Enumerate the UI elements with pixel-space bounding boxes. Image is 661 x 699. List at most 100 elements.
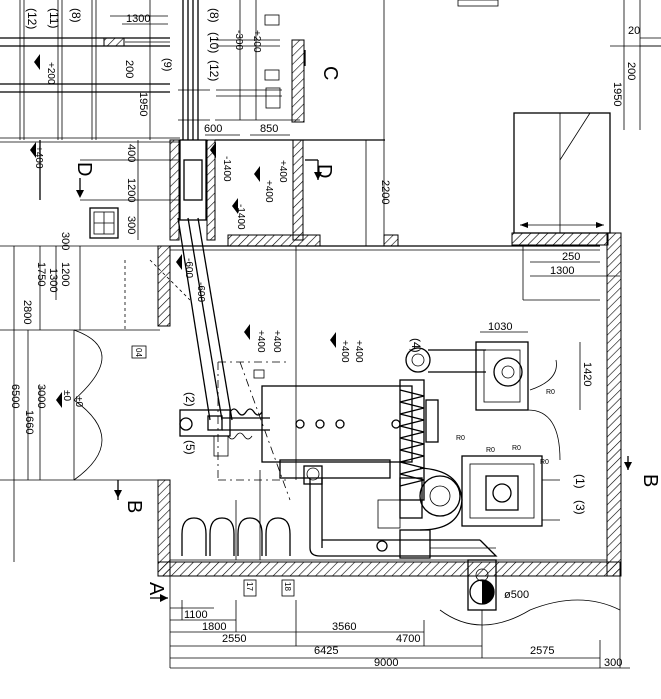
radius-1: R0	[546, 389, 555, 396]
dim-2800: 2800	[21, 300, 33, 324]
dim-1950-top: 1950	[137, 92, 149, 116]
pipe-500	[439, 559, 621, 626]
dim-20: 20	[628, 25, 640, 37]
elev-room-plus400c: +400	[339, 340, 350, 363]
tag-18: 18	[283, 582, 292, 591]
section-b-right: B	[639, 474, 661, 487]
elev-mid-minus600: -600	[183, 258, 194, 278]
dim-1420: 1420	[581, 362, 593, 386]
dim-1300-r: 1300	[550, 265, 574, 277]
vertical-screw-conveyor	[399, 347, 486, 501]
callout-12b: (12)	[207, 60, 221, 81]
dim-3000: 3000	[35, 384, 47, 408]
dim-300-a: 300	[125, 216, 137, 234]
callout-1: (1)	[573, 474, 587, 489]
bottom-left-filters	[181, 470, 291, 560]
section-d-right: D	[313, 164, 335, 178]
elev-mid-plus400a: +400	[277, 160, 288, 183]
elev-mid-plus400b: +400	[263, 180, 274, 203]
callout-2: (2)	[183, 392, 197, 407]
dim-1200-b: 1200	[59, 262, 71, 286]
dim-1300-top: 1300	[126, 13, 150, 25]
dim-250: 250	[562, 251, 580, 263]
section-b-left: B	[123, 500, 145, 513]
elev-mid-minus1400a: -1400	[221, 156, 232, 182]
ducting	[279, 459, 498, 559]
section-a: A	[145, 582, 167, 596]
callout-4: (4)	[409, 338, 423, 353]
callout-5: (5)	[183, 440, 197, 455]
section-arrows	[76, 50, 632, 602]
dim-850: 850	[260, 123, 278, 135]
dim-1660: 1660	[23, 410, 35, 434]
callout-10: (10)	[207, 32, 221, 53]
dim-4700: 4700	[396, 633, 420, 645]
elev-room-plus400d: +400	[353, 340, 364, 363]
dim-2575: 2575	[530, 645, 554, 657]
elev-room-plus400a: +400	[255, 330, 266, 353]
dim-2200: 2200	[379, 180, 391, 204]
main-room-walls	[157, 232, 622, 577]
elev-room-plus400b: +400	[271, 330, 282, 353]
callout-12a: (12)	[25, 8, 39, 29]
dim-600: 600	[204, 123, 222, 135]
dim-6425: 6425	[314, 645, 338, 657]
callout-11: (11)	[47, 8, 61, 28]
dim-400: 400	[125, 144, 137, 162]
tag-17: 17	[245, 582, 254, 591]
wall-right	[606, 232, 622, 577]
elev-top-minus300: -300	[233, 30, 244, 50]
left-side-structure	[0, 140, 180, 481]
elev-left-pm0b: ±0	[73, 396, 84, 407]
tag-04: 04	[134, 348, 143, 357]
pipe-500-label: ø500	[504, 589, 529, 601]
tag-17-box	[243, 579, 257, 597]
wall-bottom	[157, 561, 621, 577]
dim-1750: 1750	[35, 262, 47, 286]
radius-2: R0	[456, 435, 465, 442]
elev-mid-minus1400b: -1400	[235, 204, 246, 230]
callout-3: (3)	[573, 500, 587, 515]
vertical-conveyor-shaft	[178, 0, 210, 221]
dim-300-b: 300	[59, 232, 71, 250]
elev-left-pm0a: ±0	[61, 390, 72, 401]
dim-9000: 9000	[374, 657, 398, 669]
dim-300-bottom: 300	[604, 657, 622, 669]
dim-1950-r: 1950	[611, 82, 623, 106]
dim-200-top: 200	[123, 60, 135, 78]
radius-5: R0	[540, 459, 549, 466]
callout-8b: (8)	[207, 8, 221, 23]
top-left-grid	[0, 0, 180, 143]
dim-1030: 1030	[488, 321, 512, 333]
labels: (8) (11) (12) 1300 200 1950 (9) +200 (8)…	[9, 8, 661, 669]
dim-200-r: 200	[625, 62, 637, 80]
tag-18-box	[281, 579, 295, 597]
bottom-dimensions	[169, 576, 630, 669]
tag-04-box	[131, 345, 147, 359]
callout-9: (9)	[161, 58, 173, 71]
callout-8a: (8)	[69, 8, 83, 23]
elev-left-plus200: +200	[45, 62, 56, 85]
elevation-markers	[30, 54, 336, 408]
top-middle-walls	[169, 0, 399, 247]
dim-1800: 1800	[202, 621, 226, 633]
elev-mid-minus600b: -600	[195, 282, 206, 302]
inclined-conveyor	[149, 217, 233, 421]
radius-3: R0	[486, 447, 495, 454]
dim-2550: 2550	[222, 633, 246, 645]
dim-1200-a: 1200	[125, 178, 137, 202]
elev-top-plus200: +200	[251, 30, 262, 53]
side-dimensions	[13, 0, 620, 562]
section-d-left: D	[73, 162, 95, 176]
radius-4: R0	[512, 445, 521, 452]
horizontal-screw-conveyor	[179, 361, 413, 501]
section-c: C	[319, 66, 341, 80]
wall-top-right	[511, 232, 609, 246]
dim-1300-b: 1300	[47, 268, 59, 292]
upper-tank	[475, 341, 561, 461]
wall-left-upper	[157, 245, 171, 327]
dim-1100: 1100	[184, 609, 208, 621]
dim-6500: 6500	[9, 384, 21, 408]
main-machine	[377, 455, 560, 531]
